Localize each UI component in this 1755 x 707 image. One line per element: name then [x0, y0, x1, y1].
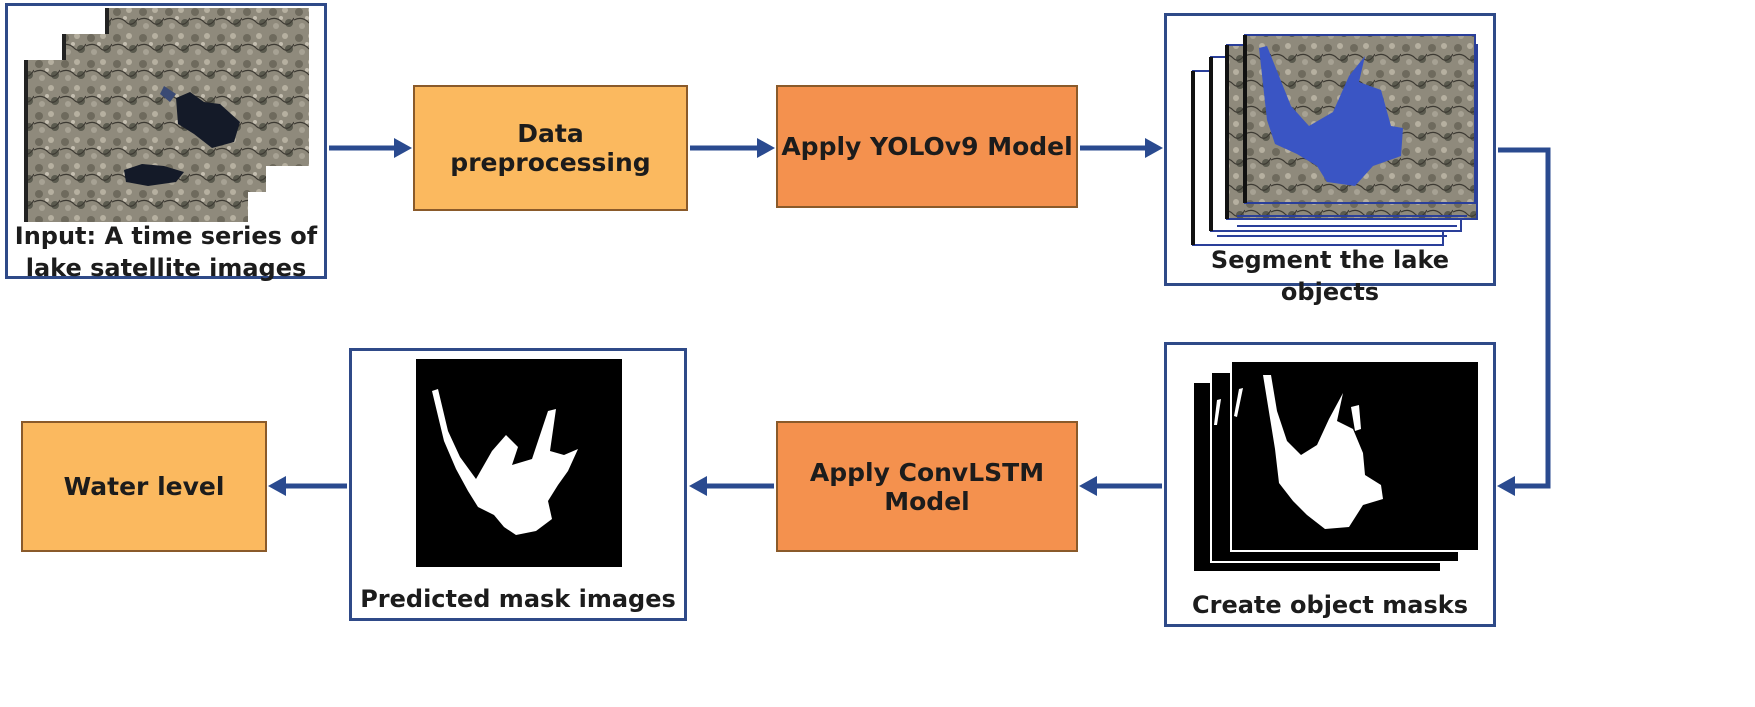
- input-frame: Input: A time series of lake satellite i…: [5, 3, 327, 282]
- yolo-model-box: Apply YOLOv9 Model: [776, 85, 1078, 208]
- input-caption: Input: A time series of lake satellite i…: [14, 222, 318, 282]
- arrowhead: [1497, 476, 1515, 496]
- arrowhead: [394, 138, 412, 158]
- convlstm-model-box: Apply ConvLSTM Model: [776, 421, 1078, 552]
- predicted-mask-frame: Predicted mask images: [349, 348, 687, 621]
- segmented-images-stack: [1191, 34, 1478, 246]
- arrowhead: [268, 476, 286, 496]
- satellite-images-stack: [24, 8, 309, 222]
- predicted-mask-image: [416, 359, 622, 567]
- segment-caption: Segment the lake objects: [1210, 246, 1450, 306]
- arrowhead: [1145, 138, 1163, 158]
- object-masks-frame: Create object masks: [1164, 342, 1496, 627]
- data-preprocessing-box: Data preprocessing: [413, 85, 688, 211]
- object-masks-stack: [1192, 360, 1480, 573]
- arrowhead: [757, 138, 775, 158]
- arrowhead: [689, 476, 707, 496]
- arrow-segment-to-masks: [1498, 147, 1551, 489]
- arrowhead: [1079, 476, 1097, 496]
- water-level-box: Water level: [21, 421, 267, 552]
- predicted-caption: Predicted mask images: [360, 585, 676, 613]
- segment-frame: Segment the lake objects: [1164, 13, 1496, 306]
- masks-caption: Create object masks: [1192, 591, 1468, 619]
